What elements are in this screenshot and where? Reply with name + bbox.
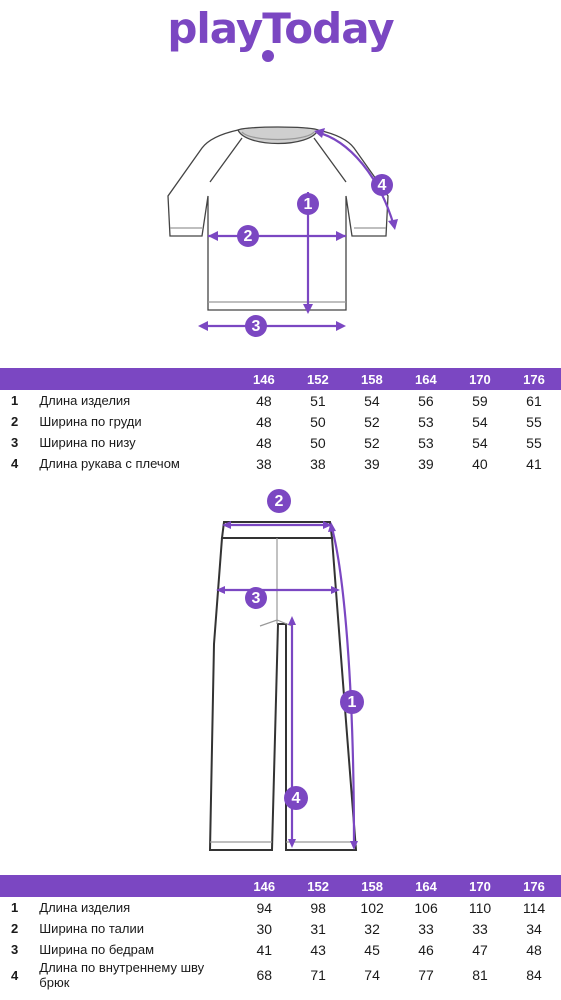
- tshirt-arrowheads: [198, 128, 398, 331]
- table-row: 2 Ширина по груди 48 50 52 53 54 55: [11, 413, 542, 430]
- pants-arrowheads: [216, 521, 358, 850]
- tshirt-marker-1: 1: [297, 193, 319, 215]
- pants-marker-3: 3: [245, 587, 267, 609]
- size-176-header: 176: [523, 878, 545, 894]
- size-164-header: 164: [415, 878, 437, 894]
- size-152-header: 152: [307, 371, 329, 387]
- svg-text:3: 3: [252, 318, 261, 335]
- brand-logo-dot: [262, 50, 274, 62]
- svg-text:1: 1: [348, 694, 357, 711]
- svg-text:1: 1: [304, 196, 313, 213]
- table-row: 4 Длина рукава с плечом 38 38 39 39 40 4…: [11, 455, 542, 472]
- table-row: 3 Ширина по низу 48 50 52 53 54 55: [11, 434, 542, 451]
- tshirt-marker-3: 3: [245, 315, 267, 337]
- size-170-header: 170: [469, 371, 491, 387]
- pants-sketch: 2 3 1 4: [208, 489, 364, 851]
- tshirt-marker-2: 2: [237, 225, 259, 247]
- size-158-header: 158: [361, 878, 383, 894]
- size-152-header: 152: [307, 878, 329, 894]
- svg-text:4: 4: [378, 177, 387, 194]
- pants-marker-4: 4: [284, 786, 308, 810]
- table-row: 1 Длина изделия 48 51 54 56 59 61: [11, 392, 542, 409]
- pants-marker-1: 1: [340, 690, 364, 714]
- size-164-header: 164: [415, 371, 437, 387]
- size-146-header: 146: [253, 371, 275, 387]
- brand-logo-text: playToday: [167, 4, 394, 53]
- tshirt-sketch: 1 2 3 4: [167, 126, 398, 337]
- tshirt-table-header: 146 152 158 164 170 176: [0, 368, 561, 390]
- tshirt-marker-4: 4: [371, 174, 393, 196]
- size-158-header: 158: [361, 371, 383, 387]
- pants-size-table: 146 152 158 164 170 176 1 Длина изделия …: [0, 875, 561, 990]
- tshirt-size-table: 146 152 158 164 170 176 1 Длина изделия …: [0, 368, 561, 474]
- svg-text:2: 2: [275, 493, 284, 510]
- svg-text:3: 3: [252, 590, 261, 607]
- pants-marker-2: 2: [267, 489, 291, 513]
- svg-text:4: 4: [292, 790, 301, 807]
- table-row: 2 Ширина по талии 30 31 32 33 33 34: [11, 920, 542, 937]
- table-row: 4 Длина по внутреннему шву брюк 68 71 74…: [11, 960, 542, 990]
- size-176-header: 176: [523, 371, 545, 387]
- size-146-header: 146: [253, 878, 276, 894]
- brand-logo: playToday: [0, 4, 561, 53]
- pants-table-header: 146 152 158 164 170 176: [0, 875, 561, 897]
- table-row: 3 Ширина по бедрам 41 43 45 46 47 48: [11, 941, 542, 958]
- svg-text:2: 2: [244, 228, 253, 245]
- size-170-header: 170: [469, 878, 491, 894]
- table-row: 1 Длина изделия 94 98 102 106 110 114: [11, 899, 546, 916]
